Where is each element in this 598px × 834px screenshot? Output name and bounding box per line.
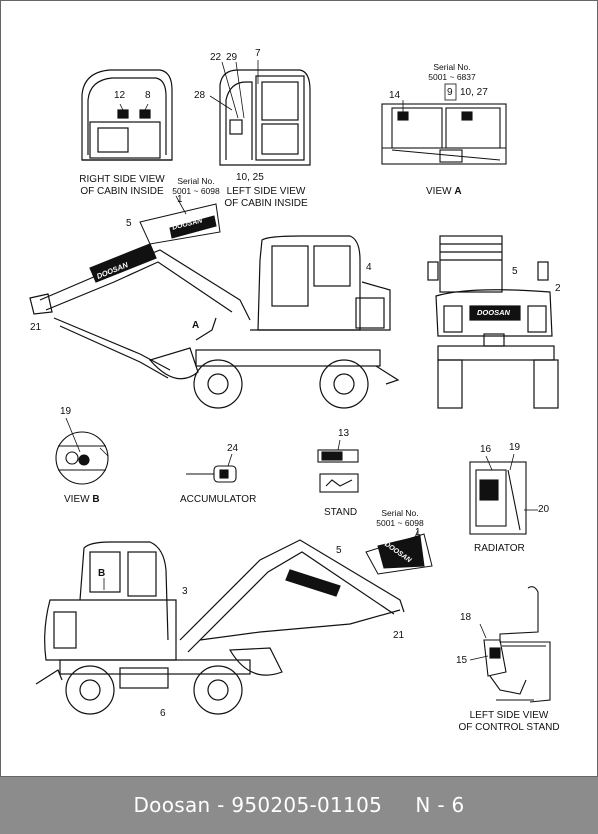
serial-note-boom-bottom-line2: 5001 ~ 6098 (376, 518, 424, 528)
callout-6: 6 (160, 708, 166, 719)
control-stand-caption-line1: LEFT SIDE VIEW (469, 710, 549, 721)
serial-note-boom-top-line2: 5001 ~ 6098 (172, 186, 220, 196)
callout-21-bottom: 21 (393, 630, 405, 641)
right-side-view-caption-line1: RIGHT SIDE VIEW (79, 174, 165, 185)
callout-16: 16 (480, 444, 492, 455)
excavator-rear-view (427, 235, 559, 409)
boom-decal-detail-bottom (365, 529, 433, 575)
view-a-caption: VIEW A (426, 186, 462, 198)
callout-19-view-b: 19 (60, 406, 72, 417)
serial-note-boom-top: Serial No. 5001 ~ 6098 (166, 176, 226, 196)
serial-note-view-a-line2: 5001 ~ 6837 (428, 72, 476, 82)
accumulator-drawing (186, 453, 237, 483)
boom-decal-detail-top (139, 195, 221, 245)
callout-10-25: 10, 25 (236, 172, 264, 183)
callout-1-top: 1 (177, 194, 183, 205)
view-b-caption-prefix: VIEW (64, 494, 93, 505)
callout-8: 8 (145, 90, 151, 101)
footer-document-id: Doosan - 950205-01105 N - 6 (133, 793, 465, 817)
serial-note-view-a: Serial No. 5001 ~ 6837 (422, 62, 482, 82)
callout-5-top: 5 (126, 218, 132, 229)
radiator-drawing (469, 453, 538, 535)
footer-bar (0, 777, 598, 834)
right-side-view-caption-line2: OF CABIN INSIDE (80, 186, 164, 197)
callout-10-27: 10, 27 (460, 87, 488, 98)
view-b-caption: VIEW B (64, 494, 100, 506)
accumulator-caption: ACCUMULATOR (180, 494, 257, 505)
callout-21-top: 21 (30, 322, 42, 333)
serial-note-boom-bottom: Serial No. 5001 ~ 6098 (370, 508, 430, 528)
callout-2: 2 (555, 283, 561, 294)
callout-29: 29 (226, 52, 238, 63)
callout-4: 4 (366, 262, 372, 273)
callout-7: 7 (255, 48, 261, 59)
a-arrow-label: A (192, 320, 200, 331)
callout-28: 28 (194, 90, 206, 101)
callout-5-rear: 5 (512, 266, 518, 277)
callout-20: 20 (538, 504, 550, 515)
view-a-caption-prefix: VIEW (426, 186, 455, 197)
cabin-right-view-drawing (81, 69, 173, 161)
left-side-view-caption-line1: LEFT SIDE VIEW (226, 186, 306, 197)
view-b-caption-letter: B (92, 494, 100, 505)
serial-note-boom-bottom-line1: Serial No. (381, 508, 419, 518)
control-stand-caption: LEFT SIDE VIEW OF CONTROL STAND (454, 710, 564, 734)
stand-caption: STAND (324, 507, 358, 518)
right-side-view-caption: RIGHT SIDE VIEW OF CABIN INSIDE (72, 174, 172, 198)
callout-14: 14 (389, 90, 401, 101)
callout-22: 22 (210, 52, 222, 63)
callout-5-bottom: 5 (336, 545, 342, 556)
radiator-caption: RADIATOR (474, 543, 525, 554)
callout-9: 9 (447, 87, 453, 98)
callout-13: 13 (338, 428, 350, 439)
view-a-caption-letter: A (454, 186, 462, 197)
control-stand-caption-line2: OF CONTROL STAND (458, 722, 560, 733)
b-arrow-label: B (98, 568, 106, 579)
serial-note-view-a-line1: Serial No. (433, 62, 471, 72)
view-a-drawing (381, 83, 507, 165)
callout-15: 15 (456, 655, 468, 666)
left-side-view-caption-line2: OF CABIN INSIDE (224, 198, 308, 209)
callout-12: 12 (114, 90, 126, 101)
left-side-view-caption: LEFT SIDE VIEW OF CABIN INSIDE (218, 186, 314, 210)
callout-19-radiator: 19 (509, 442, 521, 453)
callout-18: 18 (460, 612, 472, 623)
control-stand-drawing (469, 586, 551, 703)
stand-drawing (317, 439, 359, 493)
callout-1-bottom: 1 (415, 527, 421, 538)
excavator-side-view-bottom (35, 539, 405, 715)
cabin-left-view-drawing (209, 60, 311, 166)
decal-brand-rear: DOOSAN (477, 308, 510, 317)
callout-3: 3 (182, 586, 188, 597)
excavator-side-view-top (29, 235, 400, 409)
view-b-drawing (55, 417, 109, 485)
callout-24: 24 (227, 443, 239, 454)
serial-note-boom-top-line1: Serial No. (177, 176, 215, 186)
